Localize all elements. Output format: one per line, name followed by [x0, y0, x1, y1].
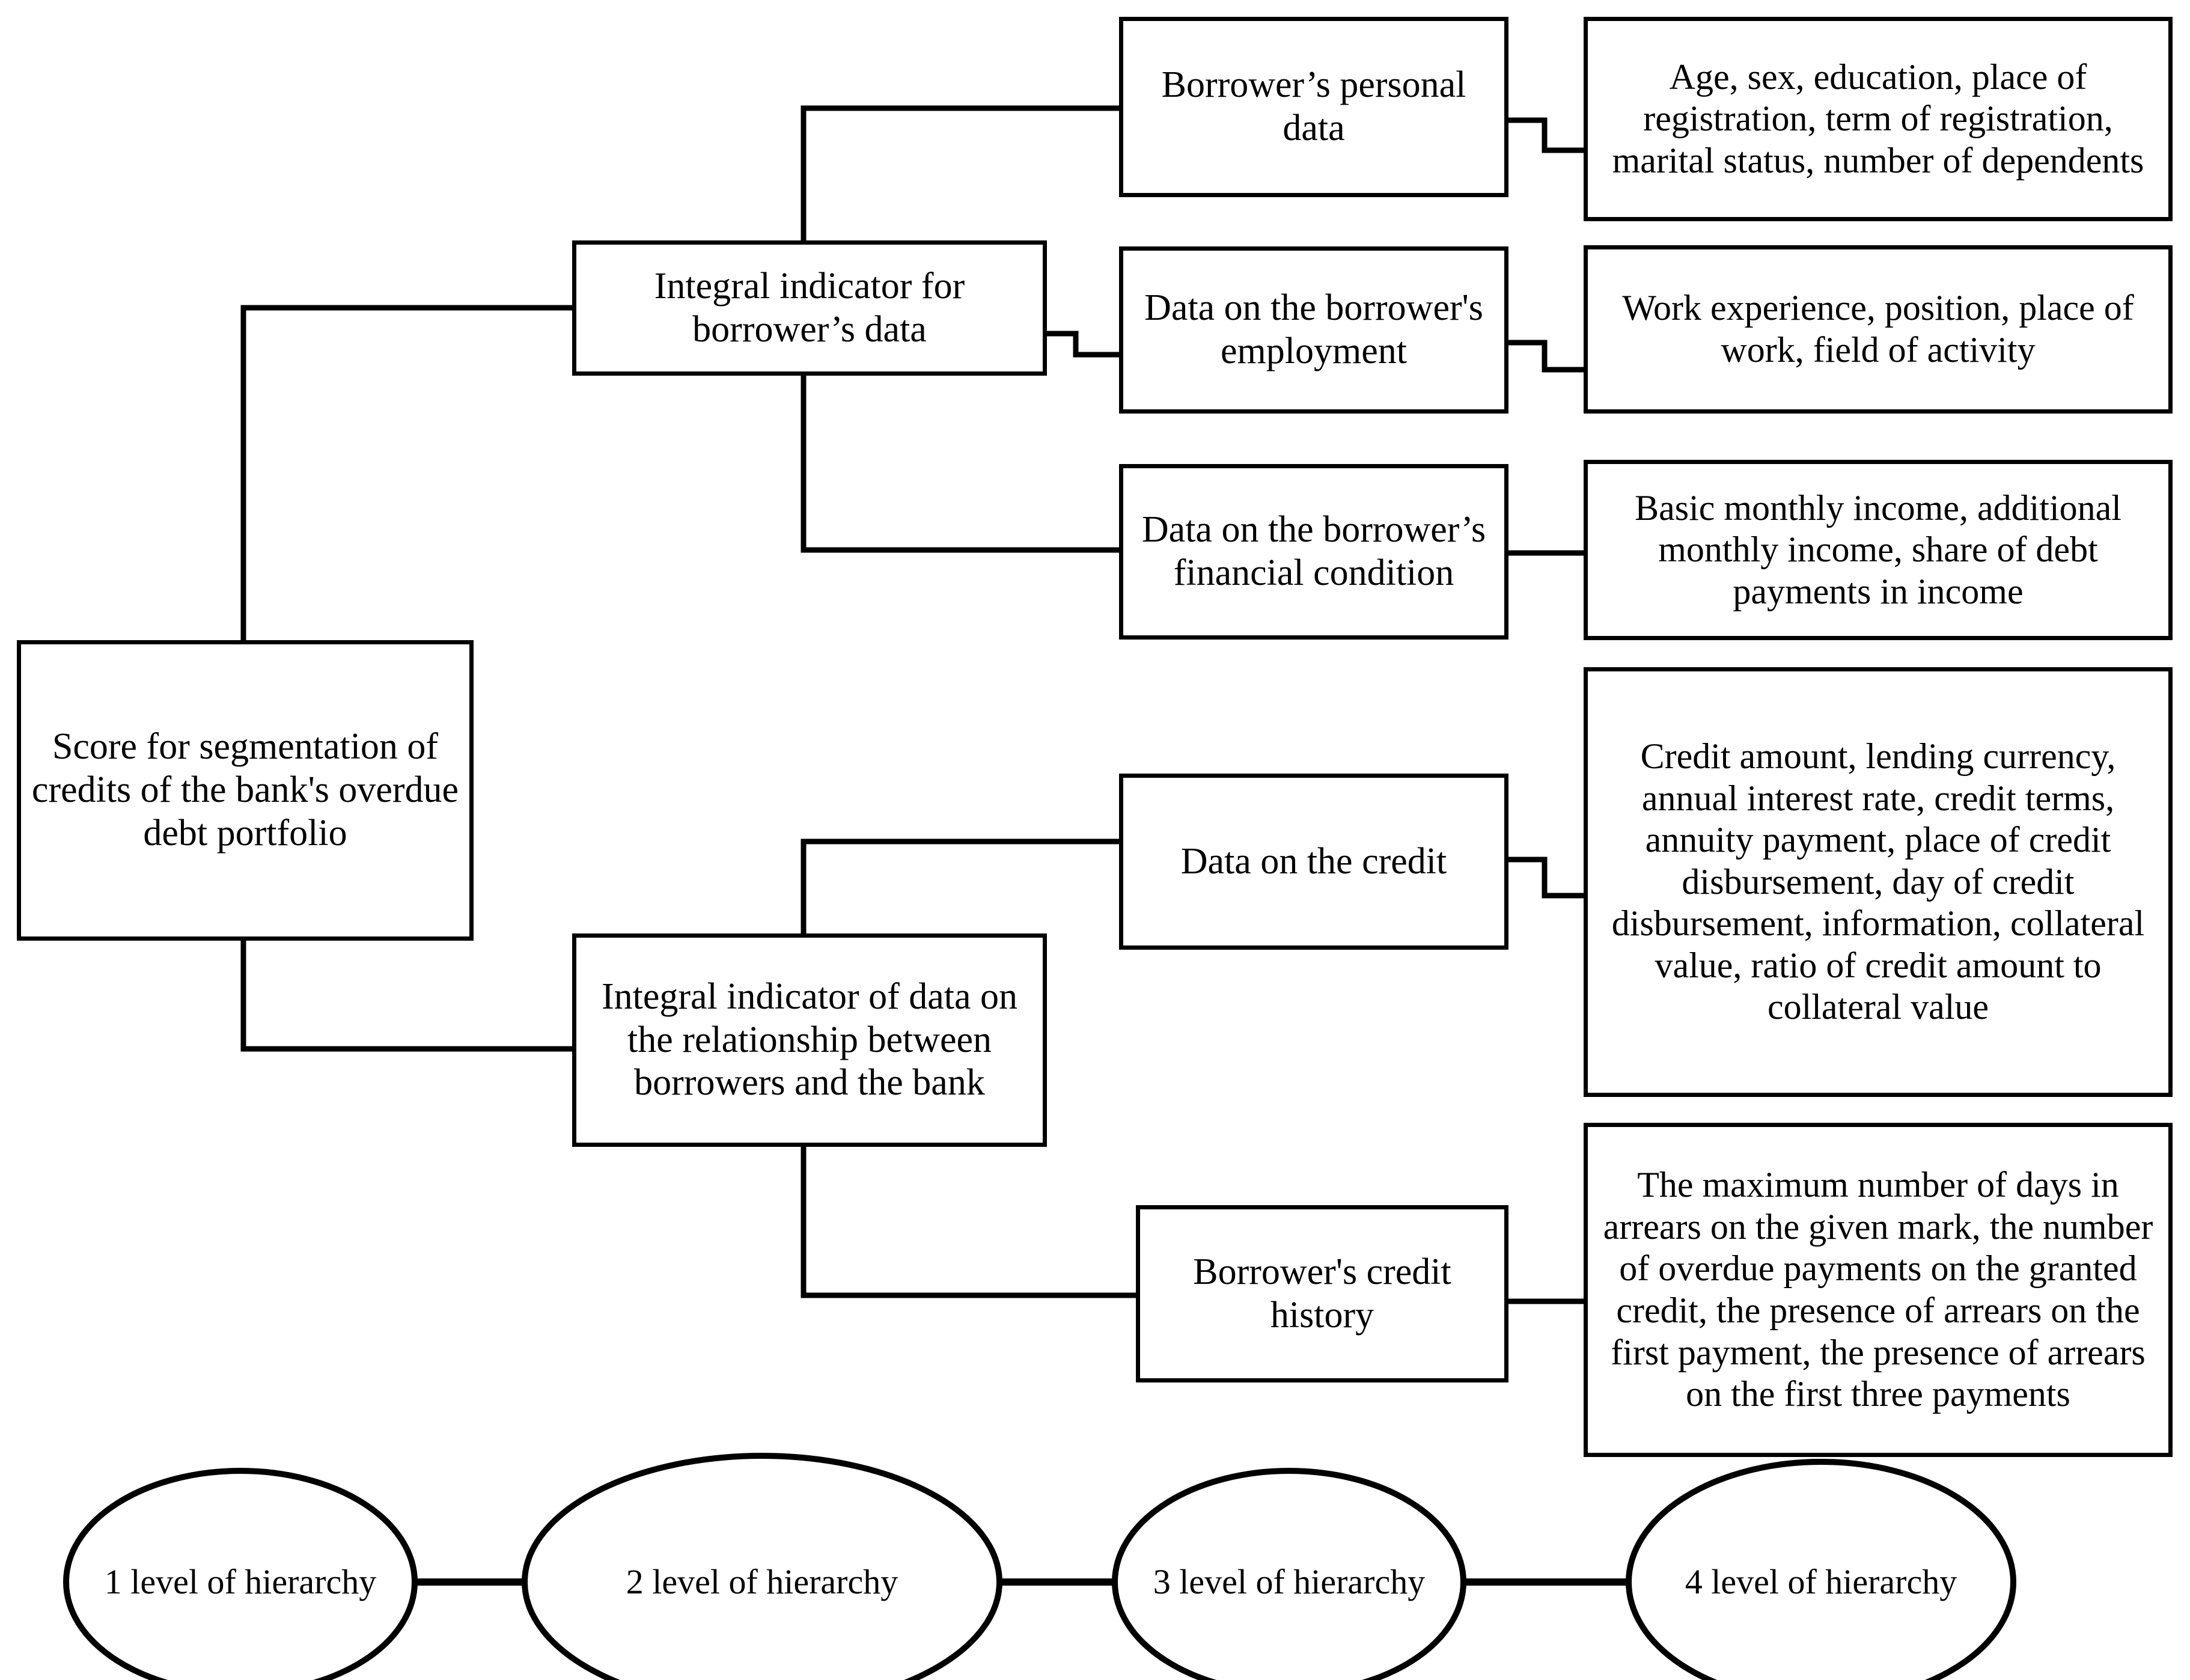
node-financial-condition-details-label: Basic monthly income, additional monthly… — [1635, 487, 2121, 611]
node-borrower-credit-history[interactable]: Borrower's credit history — [1136, 1205, 1508, 1382]
node-borrower-credit-history-label: Borrower's credit history — [1193, 1251, 1451, 1336]
node-credit-details-label: Credit amount, lending currency, annual … — [1611, 736, 2145, 1027]
node-score-root[interactable]: Score for segmentation of credits of the… — [17, 640, 474, 941]
node-credit-history-details[interactable]: The maximum number of days in arrears on… — [1584, 1123, 2173, 1457]
node-borrower-financial-condition-label: Data on the borrower’s financial conditi… — [1141, 509, 1486, 593]
node-credit-details[interactable]: Credit amount, lending currency, annual … — [1584, 667, 2173, 1097]
edge-root-to-level2-top — [240, 305, 572, 640]
legend-item-level-2-label: 2 level of hierarchy — [626, 1562, 898, 1602]
node-integral-borrower-data-label: Integral indicator for borrower’s data — [654, 265, 965, 350]
edge-employment-to-details — [1508, 340, 1584, 373]
node-borrower-employment[interactable]: Data on the borrower's employment — [1119, 246, 1508, 414]
node-financial-condition-details[interactable]: Basic monthly income, additional monthly… — [1584, 460, 2173, 640]
node-data-on-credit[interactable]: Data on the credit — [1119, 774, 1508, 950]
node-integral-relationship-data-label: Integral indicator of data on the relati… — [601, 976, 1018, 1104]
node-score-root-label: Score for segmentation of credits of the… — [31, 726, 459, 854]
legend-item-level-3-label: 3 level of hierarchy — [1153, 1562, 1426, 1602]
edge-ind1-to-employment — [1044, 331, 1119, 358]
edge-root-to-level2-bottom — [240, 939, 572, 1052]
edge-personal-to-details — [1508, 117, 1584, 153]
legend-item-level-2[interactable]: 2 level of hierarchy — [525, 1456, 999, 1680]
legend-item-level-1[interactable]: 1 level of hierarchy — [66, 1471, 415, 1680]
node-personal-data-details[interactable]: Age, sex, education, place of registrati… — [1584, 17, 2173, 221]
node-data-on-credit-label: Data on the credit — [1180, 840, 1447, 882]
legend-item-level-4-label: 4 level of hierarchy — [1685, 1562, 1957, 1602]
node-integral-borrower-data[interactable]: Integral indicator for borrower’s data — [572, 240, 1047, 376]
legend-item-level-3[interactable]: 3 level of hierarchy — [1115, 1471, 1463, 1680]
edge-ind1-to-financial — [801, 373, 1119, 553]
node-integral-relationship-data[interactable]: Integral indicator of data on the relati… — [572, 933, 1047, 1147]
node-borrower-financial-condition[interactable]: Data on the borrower’s financial conditi… — [1119, 464, 1508, 640]
node-borrower-personal-data[interactable]: Borrower’s personal data — [1119, 17, 1508, 197]
node-borrower-personal-data-label: Borrower’s personal data — [1161, 64, 1466, 148]
edge-ind2-to-credit — [801, 838, 1119, 939]
edge-ind1-to-personal — [801, 105, 1119, 258]
node-personal-data-details-label: Age, sex, education, place of registrati… — [1612, 57, 2144, 180]
legend-item-level-1-label: 1 level of hierarchy — [104, 1562, 377, 1602]
node-employment-details[interactable]: Work experience, position, place of work… — [1584, 245, 2173, 414]
node-credit-history-details-label: The maximum number of days in arrears on… — [1603, 1165, 2153, 1414]
edge-ind2-to-history — [801, 1142, 1136, 1298]
edge-credit-to-details — [1508, 857, 1584, 899]
node-employment-details-label: Work experience, position, place of work… — [1622, 288, 2134, 370]
legend-item-level-4[interactable]: 4 level of hierarchy — [1629, 1462, 2013, 1680]
node-borrower-employment-label: Data on the borrower's employment — [1144, 287, 1483, 371]
